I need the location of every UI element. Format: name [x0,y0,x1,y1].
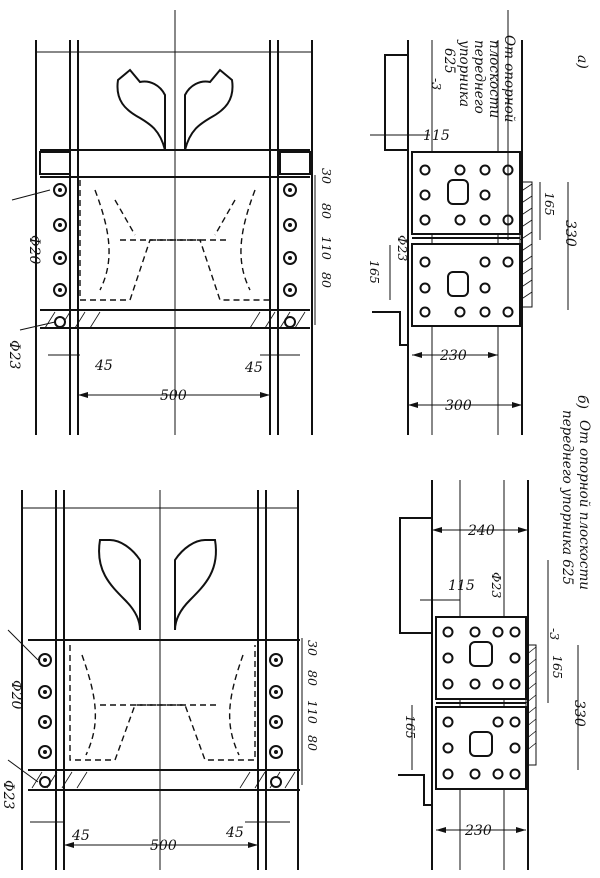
dia-hole-label: Ф23 [0,780,16,810]
panel-b-marker: б) [574,395,590,409]
dia-hole-label: Ф23 [395,235,410,261]
panel-b-note: От опорной плоскости переднего упорника … [547,410,592,640]
dim-115: 115 [423,128,450,144]
svg-text:-3: -3 [429,78,444,90]
dim-330: 330 [562,220,578,247]
plate-bolts-top [442,626,521,690]
bolt-column-left [53,183,67,328]
dim-165-right: 165 [550,655,565,679]
dim-45-left: 45 [71,828,90,844]
dim-165-left: 165 [403,715,418,739]
svg-text:-3: -3 [547,628,562,640]
dim-30: 30 [319,168,334,184]
dim-500: 500 [160,388,187,404]
svg-text:От опорной: От опорной [501,35,517,122]
svg-text:625: 625 [441,48,457,74]
dia-hole-label: Ф23 [489,572,504,598]
dim-80-b: 80 [319,272,334,288]
dim-240: 240 [467,523,495,539]
bolt-column-left [38,653,52,788]
view-top-left: Ф20 Ф23 45 45 500 30 80 110 80 [6,10,334,435]
dim-80-b: 80 [305,735,320,751]
dim-230: 230 [464,823,492,839]
view-bottom-left: Ф20 Ф23 45 45 500 30 80 110 80 [0,490,320,870]
dim-110: 110 [305,700,320,724]
view-top-right: а) От опорной плоскости переднего упорни… [367,10,590,435]
bolt-column-right [269,653,283,788]
dim-30: 30 [305,640,320,656]
dim-45-right: 45 [244,360,263,376]
panel-a-marker: а) [574,55,590,69]
dim-110: 110 [319,236,334,260]
dim-165-right: 165 [542,192,557,216]
dim-300: 300 [445,398,472,414]
panel-a-note: От опорной плоскости переднего упорника … [429,35,517,122]
dim-80-a: 80 [319,203,334,219]
dim-330: 330 [571,700,587,727]
plate-bolts-bottom [442,716,521,780]
dim-115: 115 [448,578,475,594]
bolt-column-right [283,183,297,328]
svg-text:переднего упорника 625: переднего упорника 625 [559,410,575,585]
dia-bolt-label: Ф20 [26,235,42,265]
dia-hole-label: Ф23 [6,340,22,370]
view-bottom-right: б) От опорной плоскости переднего упорни… [398,395,592,870]
svg-text:От опорной плоскости: От опорной плоскости [576,420,592,590]
dim-45-left: 45 [94,358,113,374]
svg-text:переднего: переднего [471,40,487,114]
dim-230: 230 [439,348,467,364]
dim-500: 500 [150,838,177,854]
svg-text:упорника: упорника [456,39,472,107]
svg-text:плоскости: плоскости [486,40,502,118]
dim-80-a: 80 [305,670,320,686]
dim-165-left: 165 [367,260,382,284]
plate-bolts-bottom [419,256,514,318]
dia-bolt-label: Ф20 [8,680,24,710]
plate-bolts-top [419,164,514,226]
dim-45-right: 45 [225,825,244,841]
